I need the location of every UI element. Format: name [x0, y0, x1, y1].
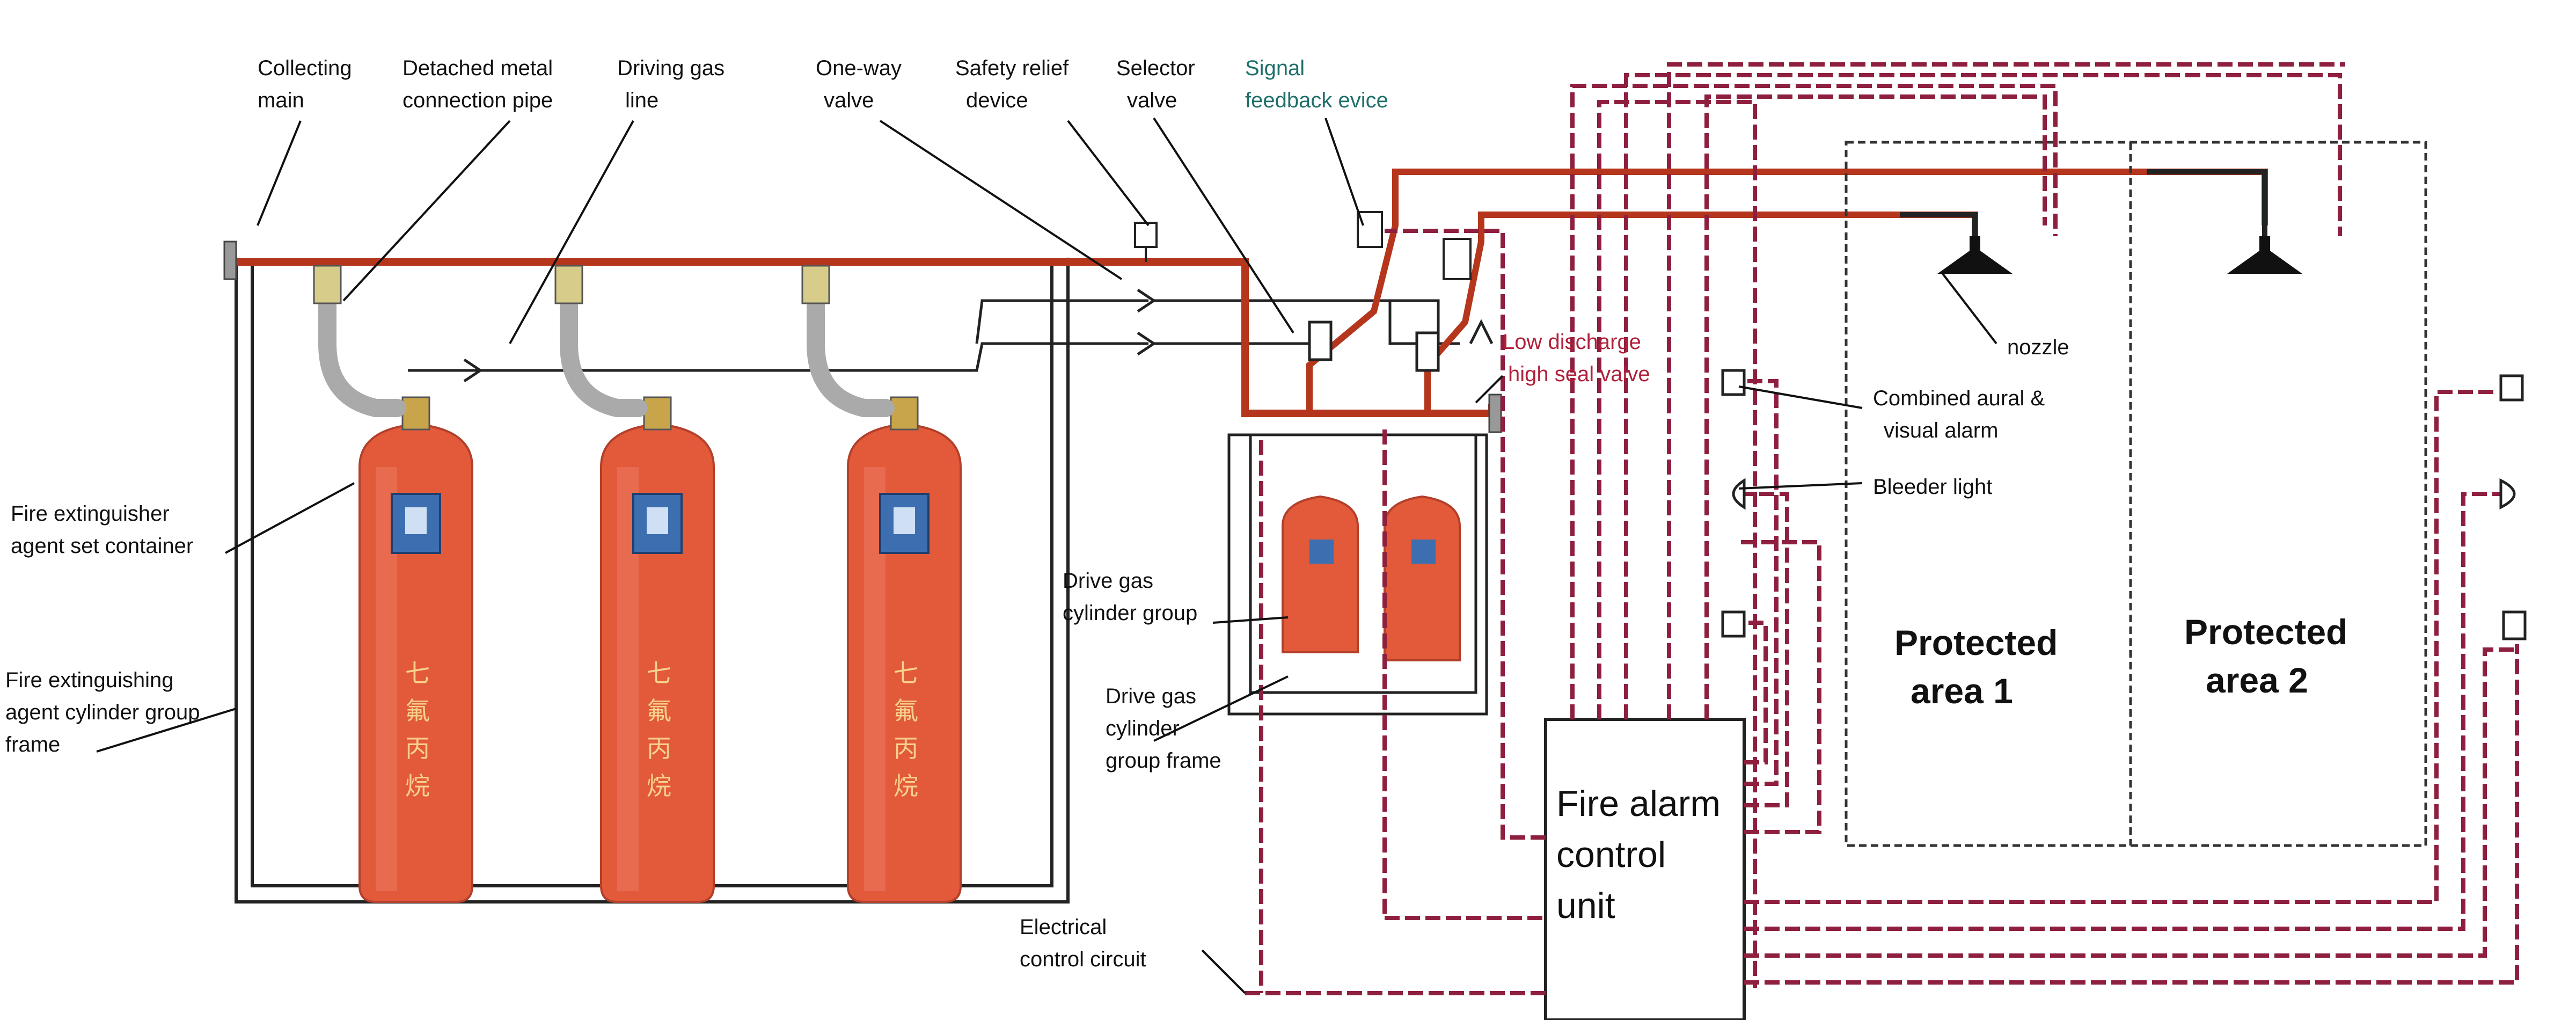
cylinder-label-3: 七 氟 丙 烷: [894, 659, 918, 800]
svg-text:Fire extinguishing: Fire extinguishing: [5, 668, 174, 692]
label-aural-visual-alarm: Combined aural & visual alarm: [1873, 387, 2045, 442]
svg-text:烷: 烷: [405, 771, 430, 800]
svg-text:烷: 烷: [647, 771, 671, 800]
svg-text:丙: 丙: [405, 734, 430, 763]
label-selector-valve: Selector valve: [1116, 56, 1195, 112]
svg-text:氟: 氟: [405, 696, 430, 725]
svg-text:One-way: One-way: [816, 56, 902, 80]
svg-text:七: 七: [405, 659, 430, 688]
svg-text:Fire alarm: Fire alarm: [1556, 783, 1721, 824]
svg-text:Drive gas: Drive gas: [1106, 684, 1196, 708]
svg-text:Combined aural &: Combined aural &: [1873, 387, 2045, 410]
svg-text:frame: frame: [5, 733, 60, 756]
svg-text:Electrical: Electrical: [1020, 915, 1107, 939]
cylinder-label-2: 七 氟 丙 烷: [647, 659, 671, 800]
label-cylinder-frame: Fire extinguishing agent cylinder group …: [5, 668, 200, 756]
svg-text:agent cylinder group: agent cylinder group: [5, 701, 200, 724]
svg-text:cylinder: cylinder: [1106, 717, 1180, 740]
pipe-couplings: [313, 265, 830, 304]
signal-feedback-device-icon: [1357, 211, 1472, 280]
svg-text:Low discharge: Low discharge: [1503, 330, 1641, 354]
svg-text:feedback evice: feedback evice: [1245, 89, 1388, 112]
svg-text:Detached metal: Detached metal: [402, 56, 553, 80]
svg-text:烷: 烷: [894, 771, 918, 800]
cylinder-label-1: 七 氟 丙 烷: [405, 659, 430, 800]
label-signal-feedback: Signal feedback evice: [1245, 56, 1388, 112]
label-bleeder-light: Bleeder light: [1873, 475, 1992, 499]
detached-connection-pipes: [318, 270, 895, 417]
svg-text:main: main: [258, 89, 304, 112]
svg-text:Selector: Selector: [1116, 56, 1195, 80]
svg-text:connection pipe: connection pipe: [402, 89, 553, 112]
pipe-end-cap: [223, 241, 237, 280]
label-drive-gas-frame: Drive gas cylinder group frame: [1106, 684, 1221, 773]
svg-text:valve: valve: [824, 89, 874, 112]
svg-text:area 2: area 2: [2206, 660, 2308, 700]
drive-gas-frame: [1227, 433, 1488, 716]
svg-text:Collecting: Collecting: [258, 56, 352, 80]
label-safety-relief: Safety relief device: [955, 56, 1069, 112]
svg-text:丙: 丙: [647, 734, 671, 763]
alarm-devices: [1721, 369, 2527, 640]
svg-text:Driving gas: Driving gas: [617, 56, 724, 80]
label-one-way-valve: One-way valve: [816, 56, 902, 112]
cylinder-3: [847, 396, 962, 903]
svg-text:Fire extinguisher: Fire extinguisher: [11, 502, 170, 526]
svg-text:device: device: [966, 89, 1028, 112]
svg-text:area 1: area 1: [1911, 671, 2013, 711]
label-fire-alarm-unit: Fire alarm control unit: [1556, 783, 1721, 926]
collecting-main-pipe: [227, 258, 1496, 417]
safety-relief-device-icon: [1134, 222, 1158, 262]
distribution-pipes-dark: [1900, 169, 2267, 236]
cylinder-1: [358, 396, 473, 903]
label-nozzle: nozzle: [2007, 336, 2069, 359]
label-detached-pipe: Detached metal connection pipe: [402, 56, 553, 112]
svg-text:unit: unit: [1556, 885, 1615, 926]
label-driving-gas-line: Driving gas line: [617, 56, 724, 112]
svg-text:control circuit: control circuit: [1020, 948, 1146, 971]
label-collecting-main: Collecting main: [258, 56, 352, 112]
nozzle-icons: [1937, 236, 2302, 274]
distribution-pipes: [1306, 169, 2268, 413]
label-low-discharge: Low discharge high seal valve: [1503, 330, 1650, 386]
leader-lines: [96, 117, 1997, 994]
svg-text:Signal: Signal: [1245, 56, 1305, 80]
label-protected-area-1: Protected area 1: [1894, 623, 2058, 711]
svg-text:line: line: [625, 89, 658, 112]
svg-text:丙: 丙: [894, 734, 918, 763]
svg-text:氟: 氟: [647, 696, 671, 725]
svg-text:group frame: group frame: [1106, 749, 1221, 773]
svg-text:Protected: Protected: [1894, 623, 2058, 662]
svg-text:Drive gas: Drive gas: [1063, 569, 1153, 593]
label-protected-area-2: Protected area 2: [2184, 612, 2347, 700]
svg-text:Safety relief: Safety relief: [955, 56, 1069, 80]
selector-valve-icons: [1308, 320, 1440, 372]
svg-text:Protected: Protected: [2184, 612, 2347, 652]
svg-text:valve: valve: [1127, 89, 1177, 112]
label-electrical-circuit: Electrical control circuit: [1020, 915, 1146, 971]
svg-text:cylinder group: cylinder group: [1063, 601, 1197, 625]
protected-areas: [1845, 141, 2427, 847]
svg-text:visual alarm: visual alarm: [1884, 419, 1998, 442]
svg-text:high seal valve: high seal valve: [1508, 362, 1650, 386]
svg-text:control: control: [1556, 834, 1666, 875]
cylinder-2: [600, 396, 715, 903]
pipe-end-cap-right: [1488, 394, 1502, 433]
fire-alarm-control-unit-box: [1544, 718, 1746, 1020]
main-cylinders: [358, 396, 962, 903]
svg-text:七: 七: [894, 659, 918, 688]
label-agent-container: Fire extinguisher agent set container: [11, 502, 193, 558]
svg-text:agent set container: agent set container: [11, 534, 193, 558]
one-way-valve-icons: [463, 288, 1157, 383]
svg-text:氟: 氟: [894, 696, 918, 725]
svg-text:七: 七: [647, 659, 671, 688]
label-drive-gas-group: Drive gas cylinder group: [1063, 569, 1197, 625]
drive-gas-cylinders: [1282, 495, 1461, 661]
electrical-control-circuits: [1245, 62, 2519, 995]
